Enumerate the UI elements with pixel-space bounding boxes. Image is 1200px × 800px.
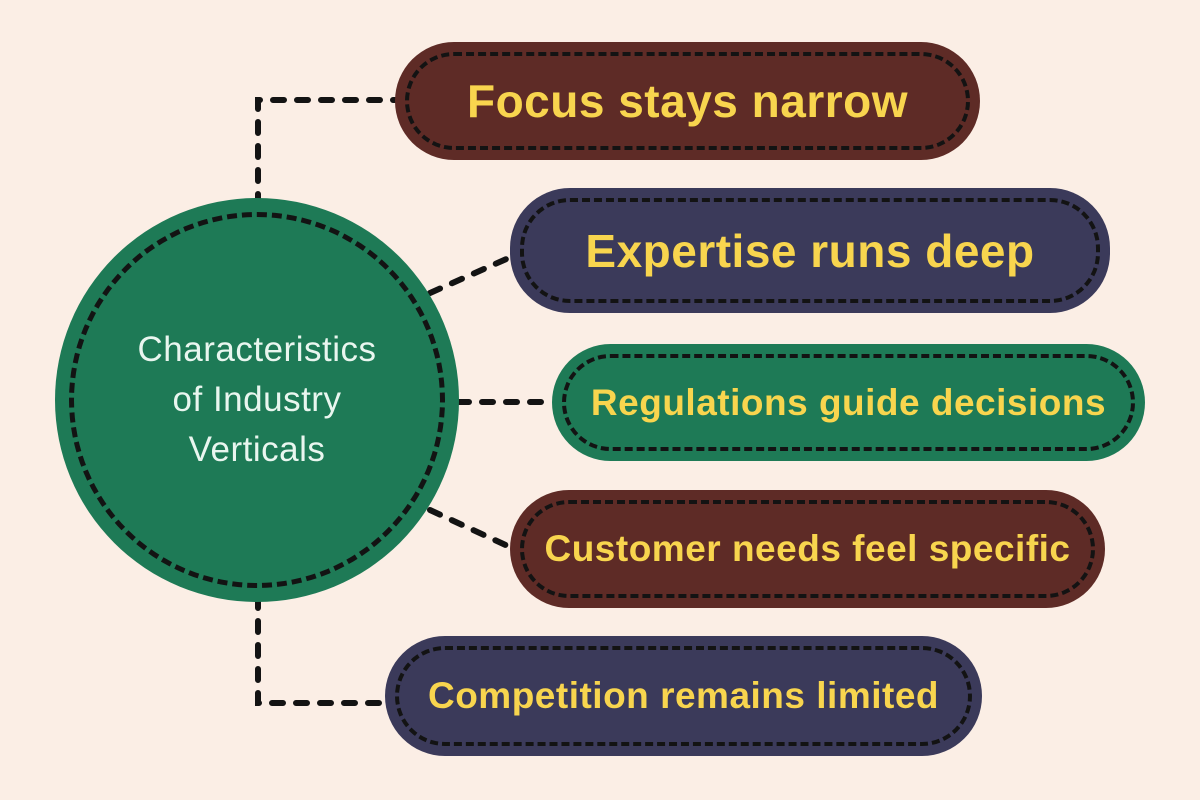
connector-expertise-runs-deep [427,253,516,296]
pill-label: Regulations guide decisions [590,381,1107,423]
pill-label: Focus stays narrow [466,75,909,127]
center-title-line-1: Characteristics [137,330,377,369]
pill-competition-remains-limited: Competition remains limited [385,636,982,756]
pill-regulations-guide-decisions: Regulations guide decisions [552,344,1145,461]
pill-label: Customer needs feel specific [544,528,1071,569]
connector-competition-remains-limited [255,594,390,706]
connector-focus-stays-narrow [255,97,398,208]
pill-focus-stays-narrow: Focus stays narrow [395,42,980,160]
pill-label: Competition remains limited [427,675,939,716]
pill-customer-needs-feel-specific: Customer needs feel specific [510,490,1105,608]
circle-dashed-ring [69,212,445,588]
pill-label: Expertise runs deep [585,224,1035,277]
connector-customer-needs-feel-specific [427,507,515,551]
center-title-line-2: of Industry [172,380,342,419]
center-topic-circle: Characteristics of Industry Verticals [55,198,459,602]
center-topic-title: Characteristics of Industry Verticals [138,325,377,475]
center-title-line-3: Verticals [188,430,326,469]
pill-expertise-runs-deep: Expertise runs deep [510,188,1110,313]
